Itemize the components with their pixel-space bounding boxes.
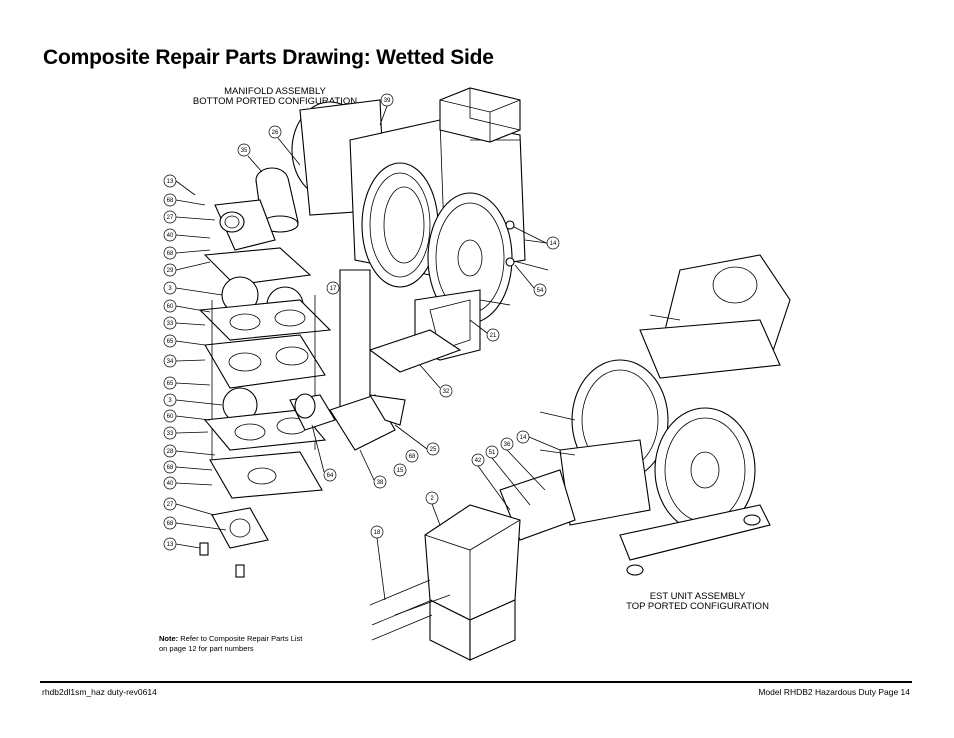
- svg-text:34: 34: [167, 359, 174, 365]
- est-assembly-caption: EST UNIT ASSEMBLY TOP PORTED CONFIGURATI…: [615, 592, 780, 612]
- svg-text:3: 3: [168, 286, 172, 292]
- callout-65: 65: [163, 334, 177, 348]
- svg-text:15: 15: [397, 468, 404, 474]
- callout-32: 32: [439, 384, 453, 398]
- svg-text:33: 33: [167, 431, 174, 437]
- callout-33: 33: [163, 426, 177, 440]
- svg-text:21: 21: [490, 333, 497, 339]
- callout-40: 40: [163, 476, 177, 490]
- callout-39: 39: [380, 93, 394, 107]
- svg-text:54: 54: [537, 288, 544, 294]
- svg-text:68: 68: [167, 465, 174, 471]
- callout-27: 27: [163, 497, 177, 511]
- svg-text:17: 17: [330, 286, 337, 292]
- callout-14: 14: [516, 430, 530, 444]
- svg-text:2: 2: [430, 496, 434, 502]
- callout-13: 13: [163, 174, 177, 188]
- callout-3: 3: [163, 393, 177, 407]
- svg-text:65: 65: [167, 381, 174, 387]
- svg-text:28: 28: [167, 449, 174, 455]
- svg-text:26: 26: [272, 130, 279, 136]
- svg-text:68: 68: [409, 454, 416, 460]
- callout-35: 35: [237, 143, 251, 157]
- svg-text:35: 35: [241, 148, 248, 154]
- callout-38: 38: [373, 475, 387, 489]
- svg-text:65: 65: [167, 339, 174, 345]
- svg-text:68: 68: [167, 521, 174, 527]
- parts-note: Note: Refer to Composite Repair Parts Li…: [159, 634, 302, 653]
- callout-68: 68: [163, 193, 177, 207]
- svg-text:13: 13: [167, 179, 174, 185]
- svg-text:68: 68: [167, 198, 174, 204]
- callout-60: 60: [163, 409, 177, 423]
- callout-13: 13: [163, 537, 177, 551]
- callout-17: 17: [326, 281, 340, 295]
- callout-2: 2: [425, 491, 439, 505]
- footer-doc-id: rhdb2dl1sm_haz duty-rev0614: [42, 687, 157, 697]
- svg-text:32: 32: [443, 389, 450, 395]
- note-text-line1: Refer to Composite Repair Parts List: [178, 634, 303, 643]
- callout-25: 25: [426, 442, 440, 456]
- footer-page-info: Model RHDB2 Hazardous Duty Page 14: [758, 687, 910, 697]
- page-title: Composite Repair Parts Drawing: Wetted S…: [43, 46, 494, 69]
- note-text-line2: on page 12 for part numbers: [159, 643, 254, 653]
- svg-text:51: 51: [489, 450, 496, 456]
- svg-text:29: 29: [167, 268, 174, 274]
- est-caption-line1: EST UNIT ASSEMBLY: [649, 591, 746, 602]
- callout-18: 18: [370, 525, 384, 539]
- callout-68: 68: [163, 460, 177, 474]
- callout-36: 36: [500, 437, 514, 451]
- svg-text:68: 68: [167, 251, 174, 257]
- callout-28: 28: [163, 444, 177, 458]
- callout-40: 40: [163, 228, 177, 242]
- svg-text:38: 38: [377, 480, 384, 486]
- callout-29: 29: [163, 263, 177, 277]
- svg-text:25: 25: [430, 447, 437, 453]
- callout-54: 54: [533, 283, 547, 297]
- callout-60: 60: [163, 299, 177, 313]
- svg-text:60: 60: [167, 414, 174, 420]
- svg-text:27: 27: [167, 502, 174, 508]
- callout-68: 68: [163, 516, 177, 530]
- callout-3: 3: [163, 281, 177, 295]
- svg-text:27: 27: [167, 215, 174, 221]
- manifold-assembly-caption: MANIFOLD ASSEMBLY BOTTOM PORTED CONFIGUR…: [185, 87, 365, 107]
- callout-64: 64: [323, 468, 337, 482]
- callout-26: 26: [268, 125, 282, 139]
- svg-text:13: 13: [167, 542, 174, 548]
- svg-text:36: 36: [504, 442, 511, 448]
- svg-text:40: 40: [167, 481, 174, 487]
- svg-text:40: 40: [167, 233, 174, 239]
- svg-text:14: 14: [520, 435, 527, 441]
- callout-14: 14: [546, 236, 560, 250]
- svg-text:64: 64: [327, 473, 334, 479]
- pump-diagram: [291, 87, 551, 421]
- svg-text:60: 60: [167, 304, 174, 310]
- manifold-stack: [198, 167, 406, 578]
- callout-42: 42: [471, 453, 485, 467]
- callout-15: 15: [393, 463, 407, 477]
- callout-65: 65: [163, 376, 177, 390]
- footer-divider: [40, 681, 912, 683]
- note-label: Note:: [159, 634, 179, 643]
- manifold-caption-line2: BOTTOM PORTED CONFIGURATION: [192, 96, 358, 107]
- callout-27: 27: [163, 210, 177, 224]
- est-unit: [369, 254, 791, 661]
- svg-text:14: 14: [550, 241, 557, 247]
- callout-33: 33: [163, 316, 177, 330]
- callout-34: 34: [163, 354, 177, 368]
- svg-text:39: 39: [384, 98, 391, 104]
- callout-68: 68: [405, 449, 419, 463]
- svg-text:18: 18: [374, 530, 381, 536]
- svg-text:3: 3: [168, 398, 172, 404]
- svg-text:33: 33: [167, 321, 174, 327]
- manifold-caption-line1: MANIFOLD ASSEMBLY: [224, 86, 326, 97]
- svg-text:42: 42: [475, 458, 482, 464]
- callout-51: 51: [485, 445, 499, 459]
- leader-lines: [175, 105, 561, 601]
- callout-68: 68: [163, 246, 177, 260]
- callout-21: 21: [486, 328, 500, 342]
- est-caption-line2: TOP PORTED CONFIGURATION: [626, 601, 769, 612]
